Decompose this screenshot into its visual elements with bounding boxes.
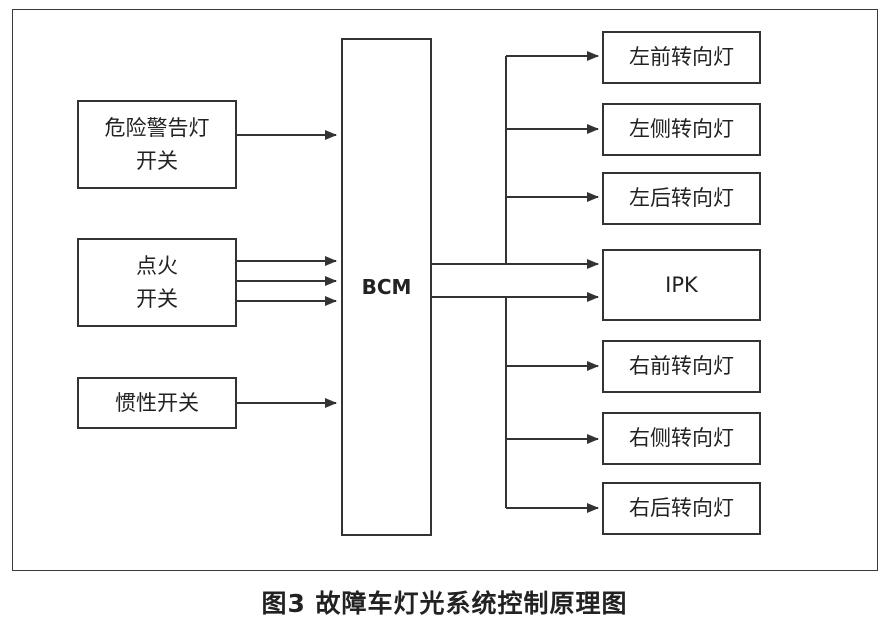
right-side-turn-lamp-label: 右侧转向灯 <box>629 426 734 451</box>
left-rear-turn-lamp-label: 左后转向灯 <box>629 186 734 211</box>
bcm-box: BCM <box>341 38 432 536</box>
bcm-label: BCM <box>361 274 412 299</box>
hazard-switch-label-line2: 开关 <box>136 148 178 173</box>
right-side-turn-lamp-box: 右侧转向灯 <box>602 412 761 465</box>
left-side-turn-lamp-label: 左侧转向灯 <box>629 117 734 142</box>
inertia-switch-box: 惯性开关 <box>77 377 237 429</box>
ipk-label: IPK <box>665 272 698 297</box>
ignition-switch-label-line1: 点火 <box>136 253 178 278</box>
ignition-switch-box: 点火 开关 <box>77 238 237 327</box>
right-front-turn-lamp-box: 右前转向灯 <box>602 340 761 393</box>
ipk-box: IPK <box>602 249 761 321</box>
left-front-turn-lamp-box: 左前转向灯 <box>602 31 761 84</box>
left-side-turn-lamp-box: 左侧转向灯 <box>602 103 761 156</box>
right-front-turn-lamp-label: 右前转向灯 <box>629 354 734 379</box>
left-rear-turn-lamp-box: 左后转向灯 <box>602 172 761 225</box>
hazard-switch-box: 危险警告灯 开关 <box>77 100 237 189</box>
left-front-turn-lamp-label: 左前转向灯 <box>629 45 734 70</box>
hazard-switch-label-line1: 危险警告灯 <box>104 115 210 140</box>
figure-caption: 图3 故障车灯光系统控制原理图 <box>261 589 628 618</box>
ignition-switch-label-line2: 开关 <box>136 286 178 311</box>
inertia-switch-label: 惯性开关 <box>115 390 199 415</box>
diagram-frame <box>12 9 878 571</box>
right-rear-turn-lamp-box: 右后转向灯 <box>602 482 761 535</box>
right-rear-turn-lamp-label: 右后转向灯 <box>629 496 734 521</box>
